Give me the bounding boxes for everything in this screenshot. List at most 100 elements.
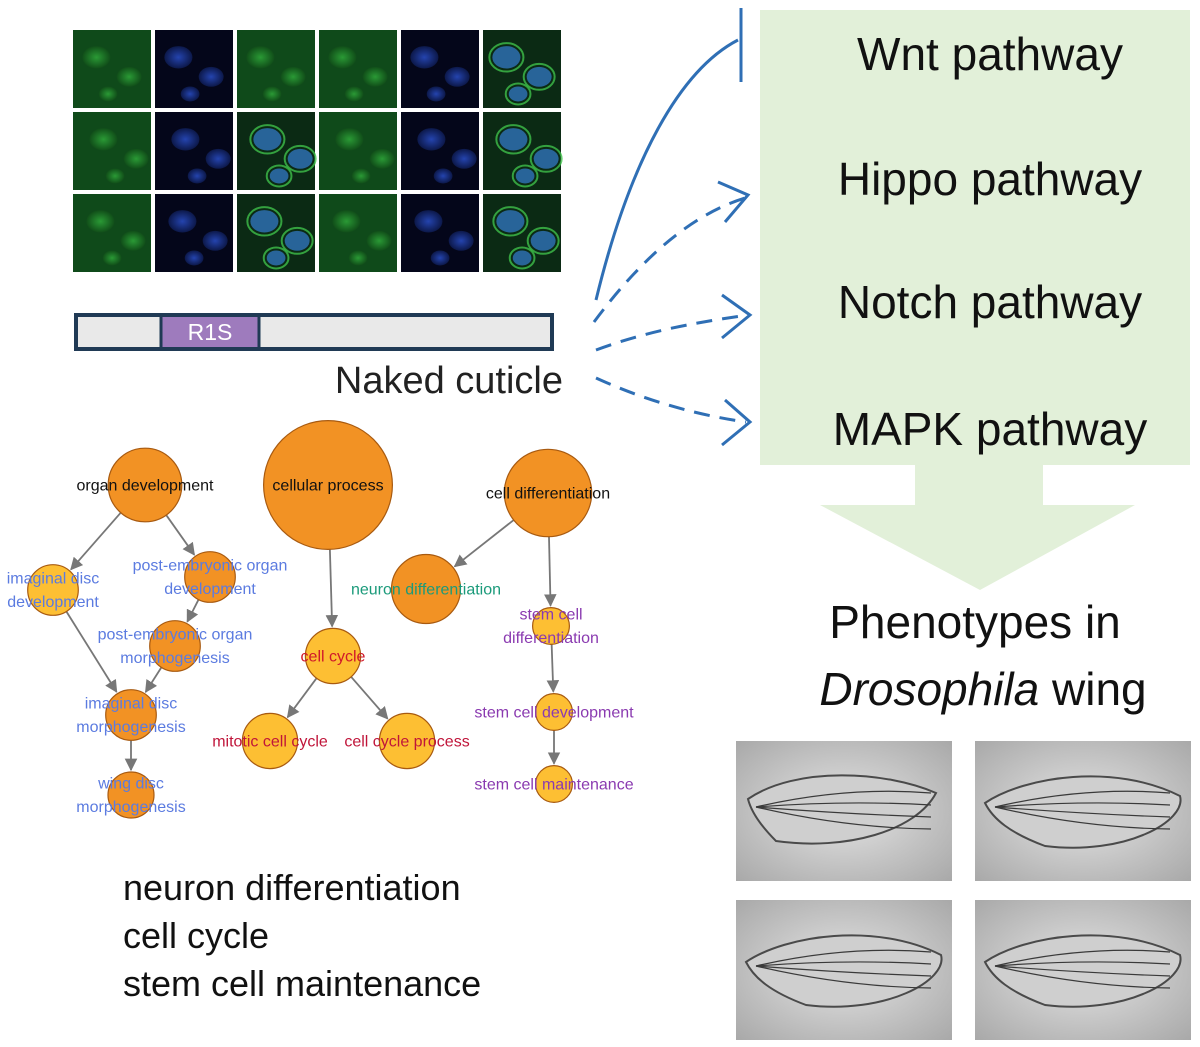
nucleus xyxy=(530,230,556,251)
go-node-mitotic-cell-cycle: mitotic cell cycle xyxy=(212,712,328,770)
microscopy-cell-green xyxy=(73,30,151,108)
microscopy-cell-merge xyxy=(483,194,561,272)
wing-normal-image xyxy=(975,741,1191,881)
go-node-label: morphogenesis xyxy=(76,799,185,816)
mapk-arrow xyxy=(595,376,747,424)
microscopy-cell-green xyxy=(73,194,151,272)
microscopy-cell-merge xyxy=(237,112,317,190)
go-node-label: stem cell maintenance xyxy=(474,777,633,794)
microscopy-cell-blue xyxy=(155,112,233,190)
nucleus xyxy=(526,66,552,87)
wing-vein xyxy=(994,949,1171,967)
nucleus xyxy=(253,128,282,151)
go-node-organ-development: organ development xyxy=(77,447,214,523)
nucleus xyxy=(168,210,197,233)
go-node-stem-cell-differentiation: stem cell differentiation xyxy=(503,607,599,647)
go-node-cell-cycle: cell cycle xyxy=(301,627,366,685)
summary-terms: neuron differentiation cell cycle stem c… xyxy=(123,867,481,1004)
nucleus xyxy=(246,46,275,69)
summary-term: cell cycle xyxy=(123,915,269,956)
summary-term: neuron differentiation xyxy=(123,867,461,908)
nucleus xyxy=(444,66,470,87)
nucleus xyxy=(102,250,122,266)
nucleus xyxy=(262,86,282,102)
go-node-label: stem cell xyxy=(519,607,582,624)
network-edge xyxy=(165,514,195,556)
nucleus xyxy=(351,168,371,184)
nucleus xyxy=(430,250,450,266)
nucleus xyxy=(187,168,207,184)
network-edge xyxy=(186,599,200,623)
nucleus xyxy=(269,168,289,184)
wing-crumpled-image xyxy=(736,741,952,881)
wing-vein xyxy=(994,806,1171,830)
network-edge xyxy=(286,677,318,719)
network-edge xyxy=(65,610,118,693)
network-edge xyxy=(144,666,163,694)
nucleus xyxy=(417,128,446,151)
go-node-label: stem cell development xyxy=(474,705,634,722)
wing-vein xyxy=(755,949,932,967)
nucleus xyxy=(89,128,118,151)
mapk-arrowhead xyxy=(721,398,753,447)
nucleus xyxy=(287,148,313,169)
wing-vein xyxy=(994,790,1171,808)
wing-vein xyxy=(994,965,1171,989)
nucleus xyxy=(496,210,525,233)
go-node-circle xyxy=(184,551,236,603)
nucleus xyxy=(250,210,279,233)
domain-label: R1S xyxy=(188,319,233,345)
wing-vein xyxy=(994,965,1171,977)
go-node-label: cell cycle process xyxy=(344,734,469,751)
microscopy-cell-blue xyxy=(155,194,233,272)
pathway-notch: Notch pathway xyxy=(838,276,1142,328)
nucleus xyxy=(344,86,364,102)
go-node-label: differentiation xyxy=(503,630,599,647)
wing-vein xyxy=(994,802,1171,808)
go-node-circle xyxy=(304,627,362,685)
nucleus xyxy=(448,230,474,251)
wing-vein xyxy=(755,965,932,977)
nucleus xyxy=(202,230,228,251)
go-node-cell-differentiation: cell differentiation xyxy=(486,448,610,538)
wing-shape xyxy=(983,934,1182,1008)
go-node-label: post-embryonic organ xyxy=(133,558,288,575)
go-node-stem-cell-maintenance: stem cell maintenance xyxy=(474,764,634,803)
go-node-label: mitotic cell cycle xyxy=(212,734,328,751)
microscopy-cell-blue xyxy=(401,112,479,190)
go-node-circle xyxy=(263,420,394,551)
phenotype-line-2: Drosophila wing xyxy=(819,663,1146,715)
microscopy-cell-merge xyxy=(483,30,561,108)
nucleus xyxy=(328,46,357,69)
wing-normal-image xyxy=(736,900,952,1040)
go-node-label: cell differentiation xyxy=(486,486,610,503)
wing-shape xyxy=(983,775,1182,849)
nucleus xyxy=(512,250,532,266)
network-edge xyxy=(70,512,122,571)
nucleus xyxy=(198,66,224,87)
nucleus xyxy=(98,86,118,102)
protein-bar xyxy=(74,313,554,351)
go-node-circle xyxy=(105,689,157,741)
pathway-mapk: MAPK pathway xyxy=(833,403,1147,455)
nucleus xyxy=(116,66,142,87)
go-node-circle xyxy=(149,620,201,672)
notch-arrow xyxy=(595,313,749,352)
go-node-circle xyxy=(27,564,79,616)
wnt-inhibition-arrow xyxy=(594,38,739,301)
nucleus xyxy=(184,250,204,266)
pathway-hippo: Hippo pathway xyxy=(838,153,1142,205)
microscopy-cell-green xyxy=(319,112,397,190)
go-node-circle xyxy=(107,447,183,523)
microscopy-cell-green xyxy=(237,30,315,108)
species-name: Drosophila xyxy=(819,663,1039,715)
nucleus xyxy=(492,46,521,69)
nucleus xyxy=(120,230,146,251)
wing-image-grid xyxy=(736,741,1191,1040)
network-edge xyxy=(325,549,339,628)
